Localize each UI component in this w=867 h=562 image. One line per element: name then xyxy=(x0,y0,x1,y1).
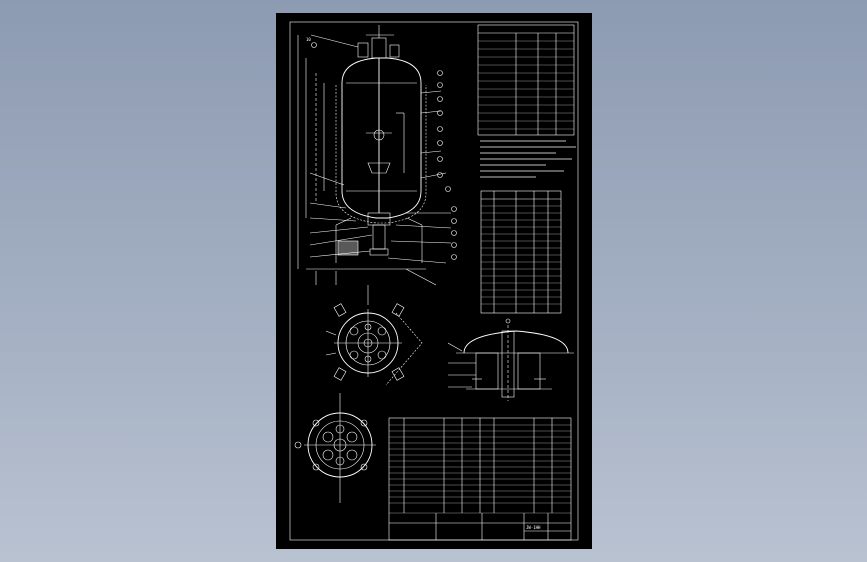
title-block-code: JW-1HH xyxy=(526,525,541,530)
title-block xyxy=(389,513,571,540)
technical-notes xyxy=(480,140,576,178)
detail-section-view xyxy=(447,318,574,401)
spec-table xyxy=(477,24,575,136)
parts-list-rows xyxy=(389,424,571,514)
part-balloons-right xyxy=(311,42,457,260)
vessel-label: 10 xyxy=(306,37,311,42)
cad-drawing: 10 JW-1HH xyxy=(289,21,579,541)
plan-view-bottom xyxy=(294,393,376,503)
plan-view-top xyxy=(325,285,423,386)
nozzle-table xyxy=(480,190,562,314)
vessel-elevation xyxy=(297,25,452,286)
nozzle-table-rows xyxy=(481,205,561,305)
drawing-sheet: 10 JW-1HH xyxy=(276,13,592,549)
spec-table-rows xyxy=(478,40,574,130)
drawing-frame xyxy=(289,21,579,541)
